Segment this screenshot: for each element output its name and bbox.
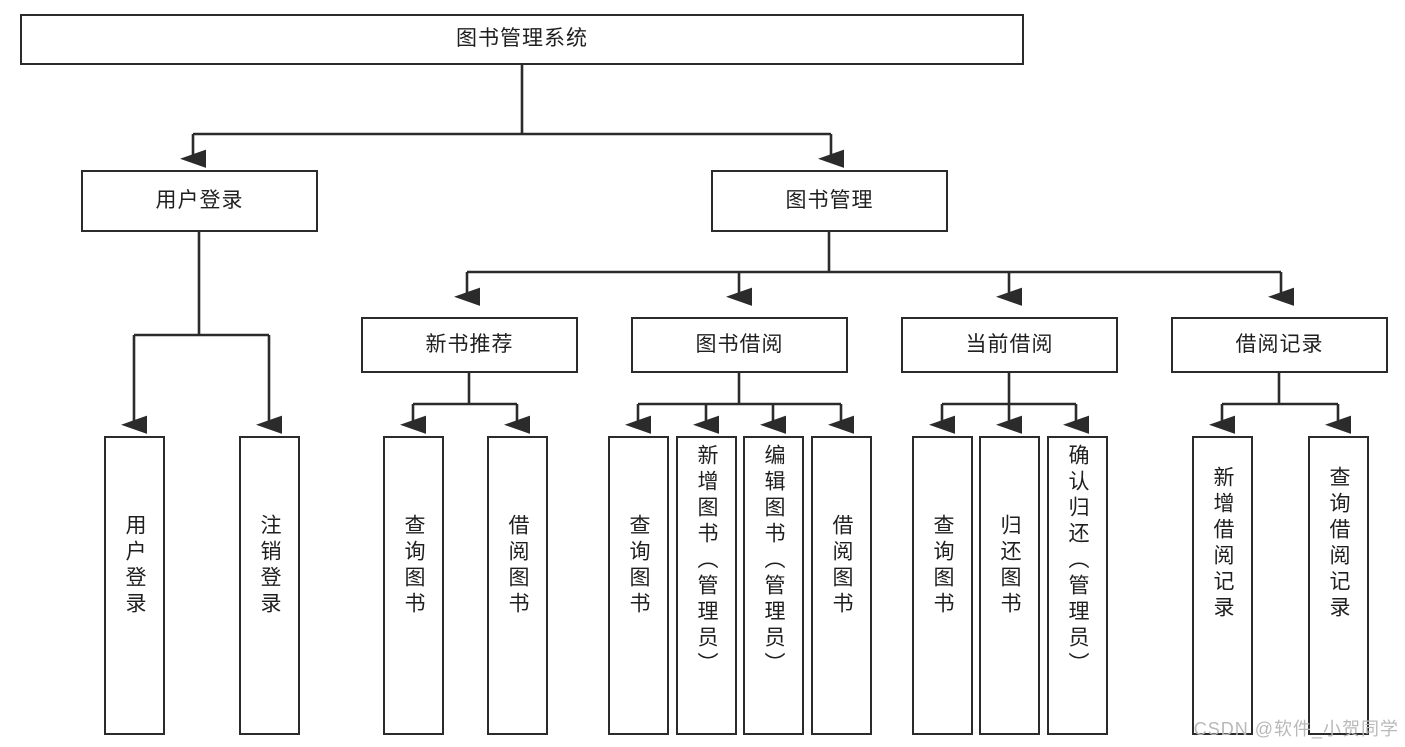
leaf-add-record-label: 新增借阅记录 xyxy=(1211,466,1234,622)
leaf-edit-book[interactable]: 编辑图书（管理员） xyxy=(743,436,804,735)
node-new-book-recommend-label: 新书推荐 xyxy=(425,332,514,356)
leaf-query-record[interactable]: 查询借阅记录 xyxy=(1308,436,1369,735)
node-borrow-record[interactable]: 借阅记录 xyxy=(1171,317,1388,373)
leaf-query-book-2[interactable]: 查询图书 xyxy=(608,436,669,735)
leaf-user-login[interactable]: 用户登录 xyxy=(104,436,165,735)
leaf-add-record[interactable]: 新增借阅记录 xyxy=(1192,436,1253,735)
leaf-confirm-return-label: 确认归还（管理员） xyxy=(1066,444,1089,678)
leaf-add-book[interactable]: 新增图书（管理员） xyxy=(676,436,737,735)
leaf-borrow-book-2-label: 借阅图书 xyxy=(830,514,853,618)
leaf-confirm-return[interactable]: 确认归还（管理员） xyxy=(1047,436,1108,735)
leaf-query-book-3-label: 查询图书 xyxy=(931,514,954,618)
node-user-login[interactable]: 用户登录 xyxy=(81,170,318,232)
leaf-query-book-2-label: 查询图书 xyxy=(627,514,650,618)
leaf-borrow-book-2[interactable]: 借阅图书 xyxy=(811,436,872,735)
node-borrow-record-label: 借阅记录 xyxy=(1235,332,1324,356)
leaf-query-book-3[interactable]: 查询图书 xyxy=(912,436,973,735)
node-book-manage-label: 图书管理 xyxy=(785,188,874,212)
node-current-borrow[interactable]: 当前借阅 xyxy=(901,317,1118,373)
leaf-borrow-book-1-label: 借阅图书 xyxy=(506,514,529,618)
leaf-return-book-label: 归还图书 xyxy=(998,514,1021,618)
watermark-text: CSDN @软件_小贺同学 xyxy=(1193,719,1399,739)
leaf-user-logout-label: 注销登录 xyxy=(258,514,281,618)
leaf-query-book-1-label: 查询图书 xyxy=(402,514,425,618)
node-new-book-recommend[interactable]: 新书推荐 xyxy=(361,317,578,373)
node-book-borrow-label: 图书借阅 xyxy=(695,332,784,356)
leaf-borrow-book-1[interactable]: 借阅图书 xyxy=(487,436,548,735)
node-book-manage[interactable]: 图书管理 xyxy=(711,170,948,232)
leaf-user-login-label: 用户登录 xyxy=(123,514,146,618)
node-current-borrow-label: 当前借阅 xyxy=(965,332,1054,356)
node-root-label: 图书管理系统 xyxy=(456,27,588,51)
leaf-query-record-label: 查询借阅记录 xyxy=(1327,466,1350,622)
node-user-login-label: 用户登录 xyxy=(155,188,244,212)
leaf-edit-book-label: 编辑图书（管理员） xyxy=(762,444,785,678)
leaf-query-book-1[interactable]: 查询图书 xyxy=(383,436,444,735)
leaf-user-logout[interactable]: 注销登录 xyxy=(239,436,300,735)
node-book-borrow[interactable]: 图书借阅 xyxy=(631,317,848,373)
node-root[interactable]: 图书管理系统 xyxy=(20,14,1024,65)
leaf-return-book[interactable]: 归还图书 xyxy=(979,436,1040,735)
leaf-add-book-label: 新增图书（管理员） xyxy=(695,444,718,678)
